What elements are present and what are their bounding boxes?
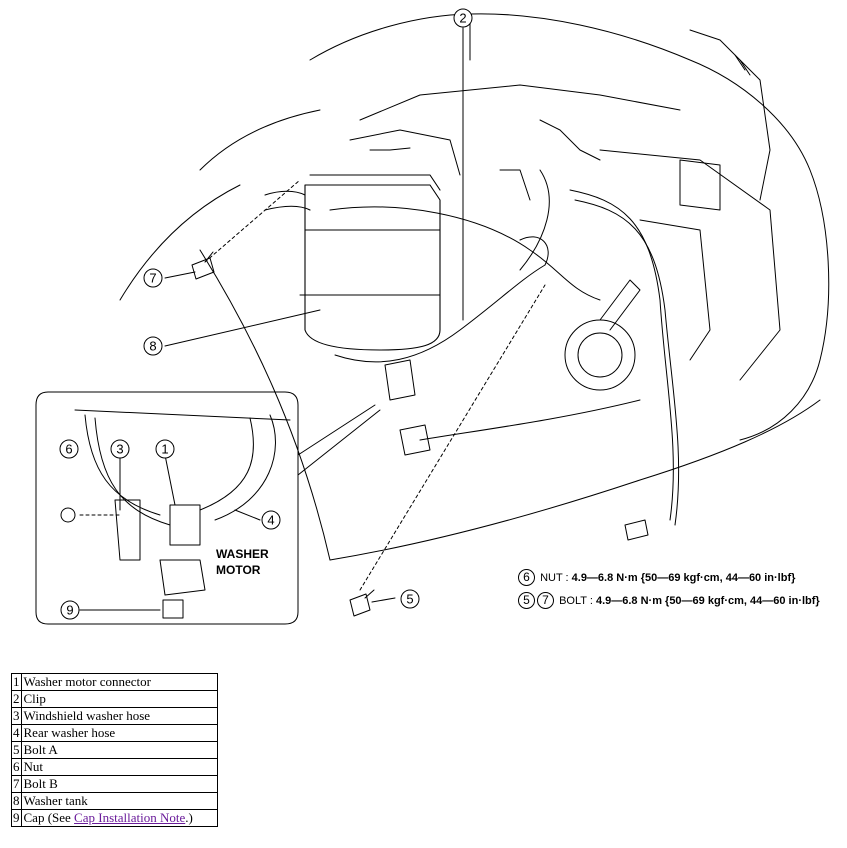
bolt-b-drawing bbox=[191, 251, 215, 280]
engine-bay-outline bbox=[119, 13, 830, 561]
washer-motor-label-line2: MOTOR bbox=[216, 563, 261, 577]
legend-desc-cap: Cap (See Cap Installation Note.) bbox=[20, 809, 218, 827]
cap-installation-note-link[interactable]: Cap Installation Note bbox=[74, 810, 186, 825]
callout-9: 9 bbox=[60, 600, 80, 620]
callout-8: 8 bbox=[143, 336, 163, 356]
callout-6: 6 bbox=[59, 439, 79, 459]
washer-tank-diagram: 2 7 8 6 3 1 4 9 5 WASHER MOTOR bbox=[35, 8, 830, 625]
connector-end bbox=[624, 519, 649, 541]
legend-desc: Bolt A bbox=[20, 741, 218, 759]
svg-text:1: 1 bbox=[161, 442, 168, 457]
legend-desc: Bolt B bbox=[20, 775, 218, 793]
bolt-spec-value: 4.9—6.8 N·m {50—69 kgf·cm, 44—60 in·lbf} bbox=[595, 595, 820, 607]
svg-text:2: 2 bbox=[459, 11, 466, 26]
callout-4: 4 bbox=[261, 510, 281, 530]
cap-desc-text: Cap (See bbox=[23, 810, 75, 825]
svg-text:3: 3 bbox=[116, 442, 123, 457]
nut-torque-spec: 6 NUT : 4.9—6.8 N·m {50—69 kgf·cm, 44—60… bbox=[518, 569, 795, 586]
svg-text:9: 9 bbox=[66, 603, 73, 618]
callout-5: 5 bbox=[400, 589, 420, 609]
callout-7: 7 bbox=[143, 268, 163, 288]
callout-1: 1 bbox=[155, 439, 175, 459]
legend-num: 2 bbox=[11, 690, 22, 708]
legend-num: 4 bbox=[11, 724, 22, 742]
spec-num-7: 7 bbox=[537, 592, 554, 609]
cap-desc-suffix: .) bbox=[185, 810, 193, 825]
washer-motor-detail-inset bbox=[35, 391, 381, 625]
legend-num: 7 bbox=[11, 775, 22, 793]
legend-desc: Clip bbox=[20, 690, 218, 708]
legend-desc: Washer tank bbox=[20, 792, 218, 810]
spec-num-6: 6 bbox=[518, 569, 535, 586]
legend-num: 1 bbox=[11, 673, 22, 691]
legend-num: 3 bbox=[11, 707, 22, 725]
nut-spec-value: 4.9—6.8 N·m {50—69 kgf·cm, 44—60 in·lbf} bbox=[571, 572, 796, 584]
svg-text:6: 6 bbox=[65, 442, 72, 457]
legend-num: 8 bbox=[11, 792, 22, 810]
washer-motor-label-line1: WASHER bbox=[216, 547, 269, 561]
legend-num: 5 bbox=[11, 741, 22, 759]
legend-num: 6 bbox=[11, 758, 22, 776]
svg-text:4: 4 bbox=[267, 513, 274, 528]
washer-hoses bbox=[329, 169, 680, 526]
bolt-a-drawing bbox=[349, 589, 375, 617]
svg-text:5: 5 bbox=[406, 592, 413, 607]
spec-num-5: 5 bbox=[518, 592, 535, 609]
bolt-spec-label: BOLT : bbox=[559, 595, 596, 607]
callout-3: 3 bbox=[110, 439, 130, 459]
nut-spec-label: NUT : bbox=[540, 572, 572, 584]
motor-connector-drawing bbox=[384, 359, 431, 456]
legend-desc: Washer motor connector bbox=[20, 673, 218, 691]
legend-desc: Rear washer hose bbox=[20, 724, 218, 742]
dashed-guides bbox=[79, 179, 546, 591]
washer-tank bbox=[264, 174, 441, 351]
callout-2: 2 bbox=[453, 8, 473, 28]
legend-desc: Windshield washer hose bbox=[20, 707, 218, 725]
svg-text:8: 8 bbox=[149, 339, 156, 354]
svg-text:7: 7 bbox=[149, 271, 156, 286]
legend-num: 9 bbox=[11, 809, 22, 827]
leader-lines bbox=[164, 27, 464, 603]
horn bbox=[564, 279, 641, 391]
legend-desc: Nut bbox=[20, 758, 218, 776]
